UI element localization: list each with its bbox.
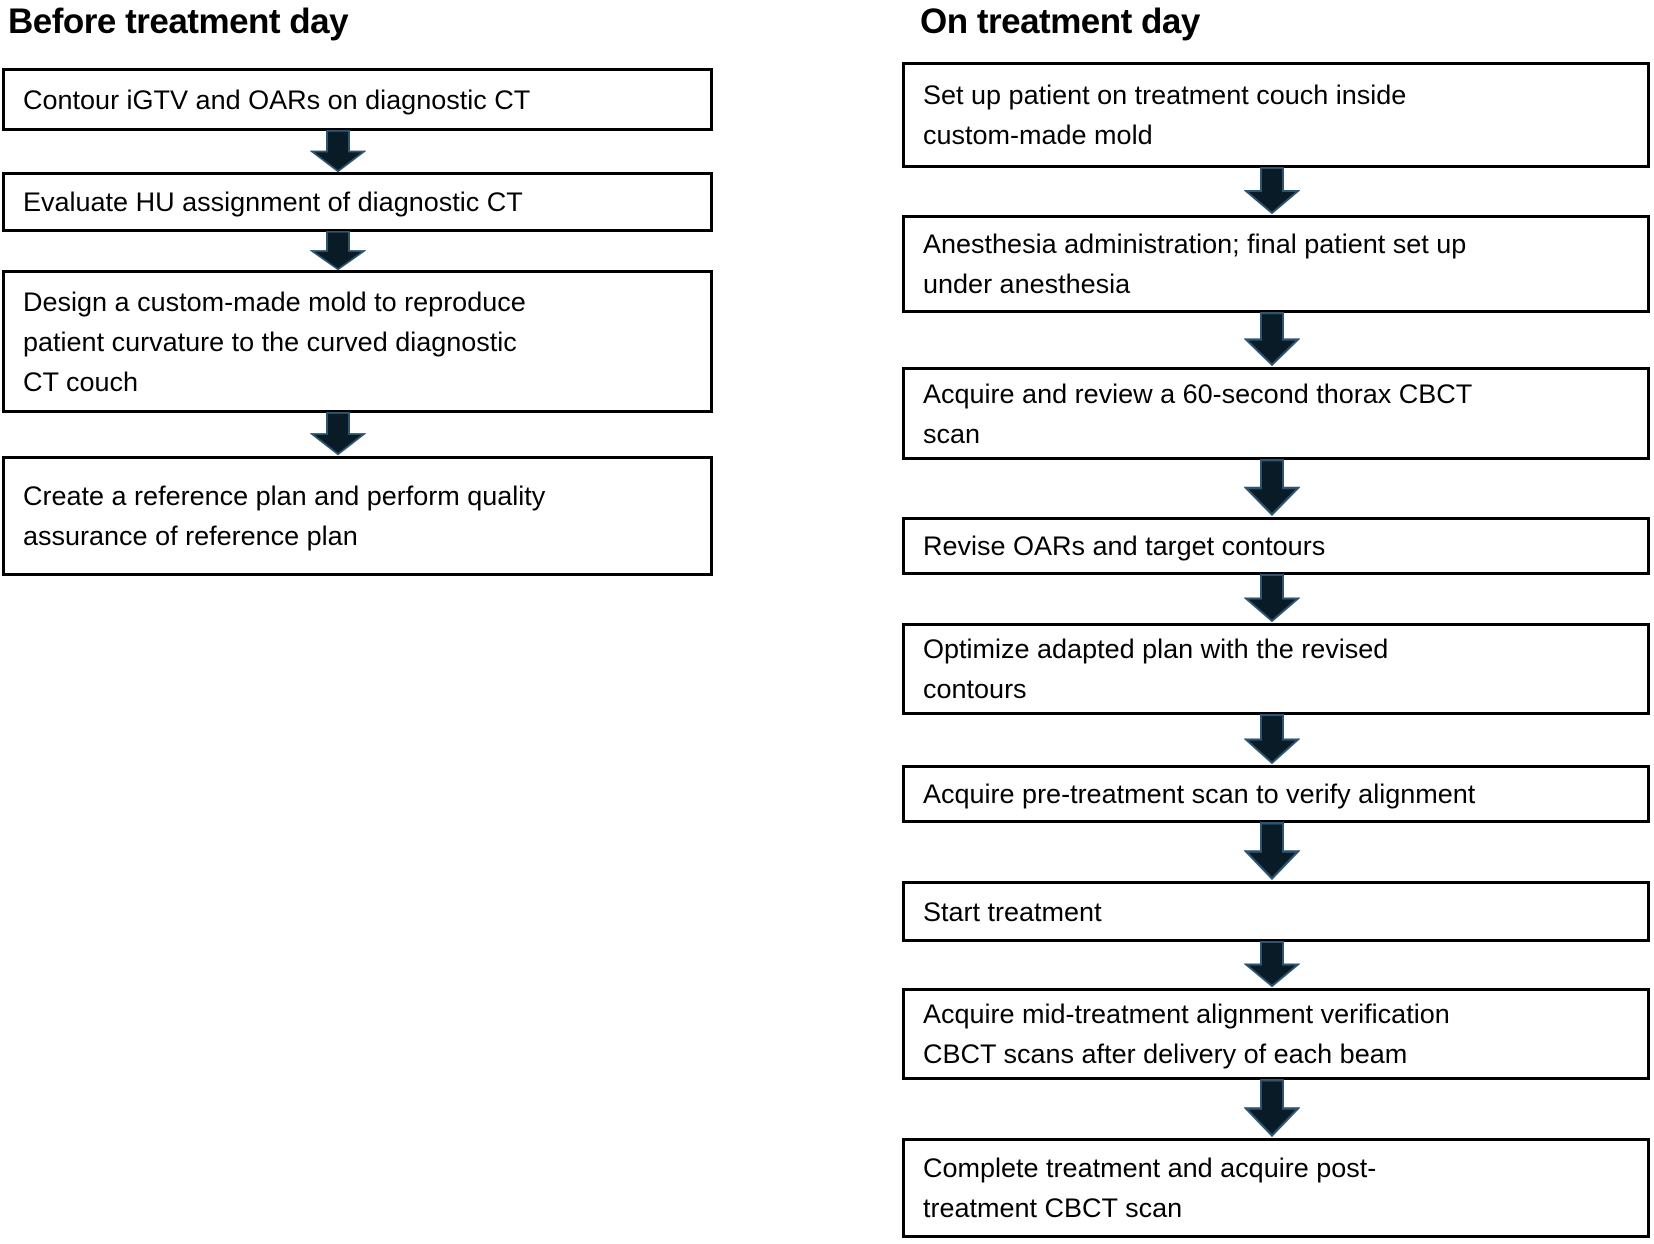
down-arrow-icon <box>310 231 366 271</box>
step-label: Acquire pre-treatment scan to verify ali… <box>923 779 1476 809</box>
down-arrow-icon <box>1244 714 1300 765</box>
step-optimize-plan: Optimize adapted plan with the revised c… <box>902 623 1650 715</box>
step-setup-patient: Set up patient on treatment couch inside… <box>902 62 1650 168</box>
step-design-mold: Design a custom-made mold to reproduce p… <box>2 270 713 413</box>
right-column-title: On treatment day <box>920 2 1200 41</box>
step-label: Contour iGTV and OARs on diagnostic CT <box>23 84 531 115</box>
step-label: Evaluate HU assignment of diagnostic CT <box>23 187 523 217</box>
down-arrow-icon <box>1244 312 1300 367</box>
down-arrow-icon <box>1244 167 1300 215</box>
step-label: Acquire mid-treatment alignment verifica… <box>923 999 1450 1069</box>
step-label: Start treatment <box>923 896 1102 927</box>
down-arrow-icon <box>1244 941 1300 988</box>
down-arrow-icon <box>310 412 366 456</box>
step-anesthesia: Anesthesia administration; final patient… <box>902 215 1650 313</box>
step-start-treatment: Start treatment <box>902 881 1650 942</box>
down-arrow-icon <box>1244 822 1300 881</box>
step-label: Revise OARs and target contours <box>923 531 1326 561</box>
step-evaluate-hu: Evaluate HU assignment of diagnostic CT <box>2 172 713 232</box>
step-acquire-cbct: Acquire and review a 60-second thorax CB… <box>902 367 1650 460</box>
down-arrow-icon <box>310 130 366 173</box>
step-complete-treatment: Complete treatment and acquire post- tre… <box>902 1138 1650 1238</box>
left-column-title: Before treatment day <box>8 2 349 41</box>
step-label: Acquire and review a 60-second thorax CB… <box>923 378 1473 449</box>
step-label: Set up patient on treatment couch inside… <box>923 80 1407 150</box>
down-arrow-icon <box>1244 1079 1300 1138</box>
step-revise-oars: Revise OARs and target contours <box>902 517 1650 575</box>
down-arrow-icon <box>1244 459 1300 517</box>
step-label: Create a reference plan and perform qual… <box>23 481 546 551</box>
step-label: Anesthesia administration; final patient… <box>923 229 1467 299</box>
step-label: Optimize adapted plan with the revised c… <box>923 634 1389 704</box>
down-arrow-icon <box>1244 574 1300 623</box>
step-midtreatment-cbct: Acquire mid-treatment alignment verifica… <box>902 988 1650 1080</box>
step-label: Complete treatment and acquire post- tre… <box>923 1153 1377 1223</box>
step-reference-plan: Create a reference plan and perform qual… <box>2 456 713 576</box>
step-contour-igtv: Contour iGTV and OARs on diagnostic CT <box>2 68 713 131</box>
step-pretreatment-scan: Acquire pre-treatment scan to verify ali… <box>902 765 1650 823</box>
step-label: Design a custom-made mold to reproduce p… <box>23 286 526 397</box>
